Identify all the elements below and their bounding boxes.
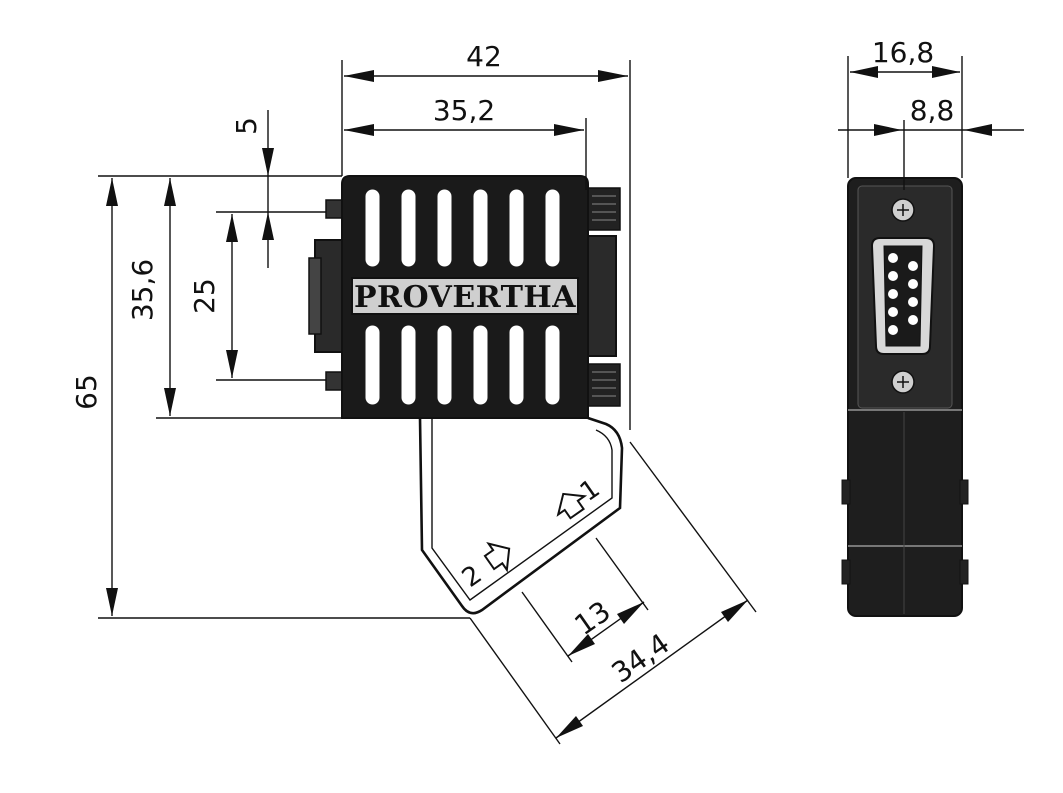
dim-top-offset: 5 (230, 117, 263, 135)
dsub-9-pin-face (870, 198, 936, 394)
angled-cable-outlet-outline (418, 416, 624, 615)
lower-vent-slots (365, 325, 560, 405)
front-dimensions: 42 35,2 5 25 35,6 65 (70, 40, 757, 745)
port-1-arrow-icon (556, 492, 588, 520)
brand-label: PROVERTHA (354, 280, 576, 315)
dim-overall-height: 65 (70, 374, 103, 410)
port-2-arrow-icon (483, 542, 511, 573)
angled-cable-outlet-inner (431, 418, 613, 601)
dim-side-half: 8,8 (910, 94, 955, 127)
dim-body-height: 35,6 (126, 259, 159, 321)
dim-overall-width: 42 (466, 40, 502, 73)
dim-angled-width: 34,4 (606, 627, 676, 690)
side-dimensions: 16,8 8,8 (838, 36, 1024, 190)
dim-port-offset: 13 (568, 594, 616, 641)
right-dsub-connector (585, 187, 621, 407)
front-view: PROVERTHA 2 1 (308, 175, 624, 615)
side-view (841, 177, 969, 617)
dim-body-width: 35,2 (433, 94, 495, 127)
dim-screw-pitch: 25 (188, 278, 221, 314)
dim-side-width: 16,8 (872, 36, 934, 69)
upper-vent-slots (365, 189, 560, 267)
brand-label-plate (351, 277, 579, 315)
